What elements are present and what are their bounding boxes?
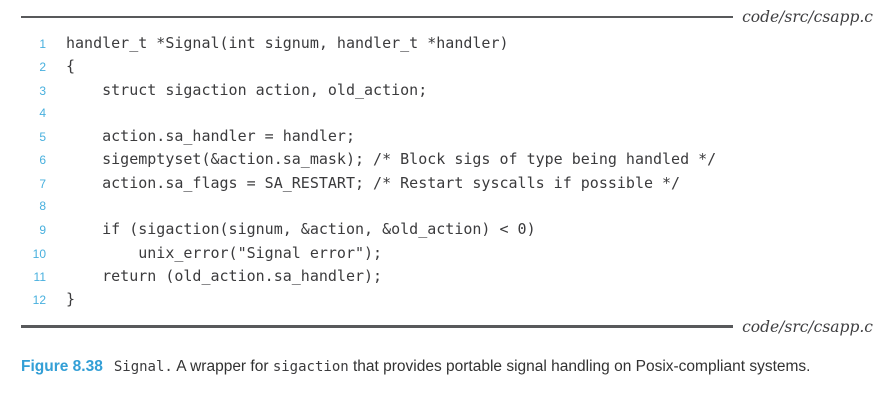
code-text: { bbox=[66, 57, 76, 76]
code-text: action.sa_handler = handler; bbox=[66, 127, 355, 146]
code-line: 7 action.sa_flags = SA_RESTART; /* Resta… bbox=[21, 172, 873, 195]
code-line: 11 return (old_action.sa_handler); bbox=[21, 265, 873, 288]
line-number: 10 bbox=[32, 246, 46, 261]
line-number: 9 bbox=[39, 223, 46, 238]
caption-code-term: Signal. bbox=[113, 358, 173, 375]
source-file-label-bottom: code/src/csapp.c bbox=[742, 317, 873, 336]
code-line: 6 sigemptyset(&action.sa_mask); /* Block… bbox=[21, 148, 873, 171]
line-number: 11 bbox=[33, 269, 46, 284]
line-number: 7 bbox=[39, 176, 46, 191]
code-line: 8 bbox=[21, 195, 873, 218]
code-line: 9 if (sigaction(signum, &action, &old_ac… bbox=[21, 218, 873, 241]
code-text: sigemptyset(&action.sa_mask); /* Block s… bbox=[66, 150, 717, 169]
caption-text: A wrapper for bbox=[172, 357, 273, 375]
source-file-label-top: code/src/csapp.c bbox=[742, 8, 873, 26]
line-number: 1 bbox=[39, 37, 46, 51]
line-number: 6 bbox=[39, 153, 46, 168]
code-text: handler_t *Signal(int signum, handler_t … bbox=[66, 34, 509, 52]
figure-number-label: Figure 8.38 bbox=[21, 357, 103, 375]
code-line: 2{ bbox=[21, 55, 873, 78]
code-text: unix_error("Signal error"); bbox=[66, 243, 383, 262]
code-text: if (sigaction(signum, &action, &old_acti… bbox=[66, 220, 536, 239]
code-line: 10 unix_error("Signal error"); bbox=[21, 242, 873, 265]
code-text: action.sa_flags = SA_RESTART; /* Restart… bbox=[66, 173, 681, 192]
code-line: 4 bbox=[21, 102, 873, 125]
line-number: 8 bbox=[39, 199, 46, 214]
listing-bottom-rule-row: code/src/csapp.c bbox=[21, 317, 873, 336]
code-line: 3 struct sigaction action, old_action; bbox=[21, 79, 873, 102]
code-text: return (old_action.sa_handler); bbox=[66, 266, 383, 285]
line-number: 2 bbox=[39, 60, 46, 75]
figure-caption: Figure 8.38 Signal. A wrapper for sigacti… bbox=[21, 355, 858, 379]
line-number: 12 bbox=[32, 293, 46, 308]
code-text: } bbox=[66, 290, 76, 309]
horizontal-rule bbox=[21, 325, 734, 328]
horizontal-rule bbox=[21, 15, 734, 19]
code-line: 5 action.sa_handler = handler; bbox=[21, 125, 873, 148]
listing-top-rule-row: code/src/csapp.c bbox=[21, 8, 873, 26]
line-number: 4 bbox=[39, 105, 46, 120]
code-text: struct sigaction action, old_action; bbox=[66, 80, 428, 99]
caption-text: that provides portable signal handling o… bbox=[348, 357, 811, 375]
code-listing: code/src/csapp.c 1 handler_t *Signal(int … bbox=[21, 8, 873, 336]
code-body: 1 handler_t *Signal(int signum, handler_t… bbox=[21, 32, 873, 312]
line-number: 3 bbox=[39, 83, 46, 98]
caption-code-term: sigaction bbox=[272, 358, 349, 375]
code-line: 1 handler_t *Signal(int signum, handler_t… bbox=[21, 32, 873, 55]
code-line: 12} bbox=[21, 288, 873, 311]
line-number: 5 bbox=[39, 130, 46, 145]
